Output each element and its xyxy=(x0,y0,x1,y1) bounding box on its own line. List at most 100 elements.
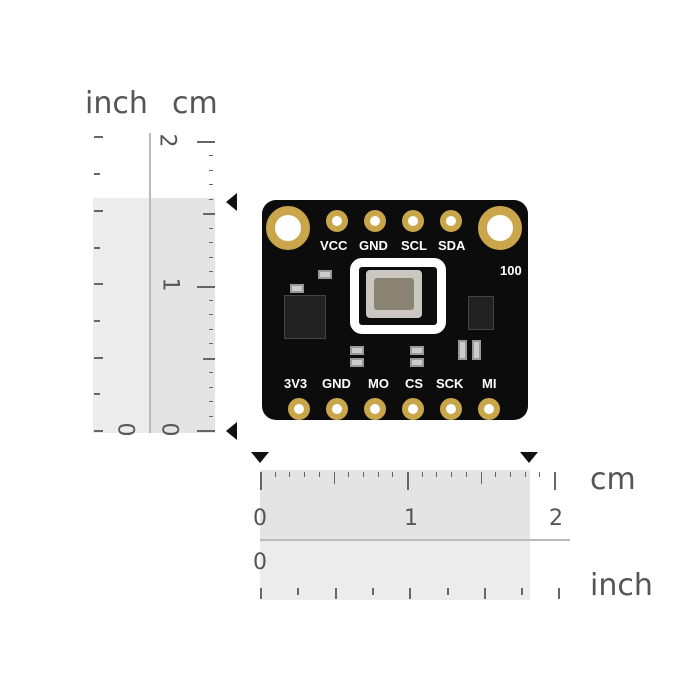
inch-number-0: 0 xyxy=(253,550,267,575)
pressure-sensor-chip xyxy=(366,270,422,318)
ruler-tick xyxy=(558,588,561,599)
smd-component xyxy=(350,346,364,355)
ruler-tick xyxy=(209,227,213,229)
ruler-tick xyxy=(203,213,215,216)
ruler-tick xyxy=(451,472,453,477)
cm-number-2: 2 xyxy=(154,133,180,148)
pin-label-vcc: VCC xyxy=(320,238,348,253)
smd-component xyxy=(458,340,467,360)
pin-label-sck: SCK xyxy=(436,376,464,391)
pin-pad xyxy=(478,398,500,420)
ruler-tick xyxy=(377,472,379,477)
pin-pad xyxy=(402,398,424,420)
smd-component xyxy=(290,284,304,293)
ruler-tick xyxy=(209,299,213,301)
cm-shade xyxy=(150,198,215,433)
ruler-tick xyxy=(304,472,306,477)
pin-label-cs: CS xyxy=(405,376,424,391)
ruler-tick xyxy=(539,472,541,477)
ruler-divider xyxy=(260,539,570,541)
ruler-tick xyxy=(94,319,100,322)
ruler-tick xyxy=(209,415,213,417)
marker-triangle-icon xyxy=(226,422,237,440)
mounting-hole xyxy=(266,206,310,250)
ruler-tick xyxy=(209,271,213,273)
marker-triangle-icon xyxy=(251,452,269,463)
ruler-tick xyxy=(94,136,103,139)
ruler-tick xyxy=(407,472,409,490)
pin-pad xyxy=(288,398,310,420)
ruler-tick xyxy=(446,588,449,595)
regulator-chip xyxy=(284,295,326,339)
pin-label-mo: MO xyxy=(368,376,389,391)
ruler-tick xyxy=(94,356,103,359)
ruler-tick xyxy=(348,472,350,477)
smd-component xyxy=(410,346,424,355)
inch-label: inch xyxy=(590,568,653,603)
ruler-tick xyxy=(409,588,412,599)
pin-pad xyxy=(440,210,462,232)
pin-pad xyxy=(440,398,462,420)
pin-pad xyxy=(364,210,386,232)
pin-label-mi: MI xyxy=(482,376,497,391)
ruler-tick xyxy=(94,393,100,396)
ruler-tick xyxy=(94,173,100,176)
ruler-tick xyxy=(392,472,394,477)
cm-label: cm xyxy=(172,86,218,121)
smd-component xyxy=(318,270,332,279)
pin-label-gnd2: GND xyxy=(322,376,351,391)
smd-component xyxy=(410,358,424,367)
ruler-tick xyxy=(274,472,276,477)
marker-triangle-icon xyxy=(226,193,237,211)
ruler-tick xyxy=(524,472,526,477)
ruler-tick xyxy=(465,472,467,477)
inch-label: inch xyxy=(85,86,148,121)
pin-label-gnd: GND xyxy=(359,238,388,253)
ruler-tick xyxy=(480,472,482,484)
smd-component xyxy=(472,340,481,360)
ruler-tick xyxy=(289,472,291,477)
ruler-tick xyxy=(209,169,213,171)
cm-shade xyxy=(260,470,530,540)
cm-label: cm xyxy=(590,462,636,497)
marker-triangle-icon xyxy=(520,452,538,463)
ruler-tick xyxy=(209,343,213,345)
ruler-tick xyxy=(209,155,213,157)
ruler-divider xyxy=(149,133,151,433)
ruler-tick xyxy=(333,472,335,484)
ruler-tick xyxy=(318,472,320,477)
ruler-tick xyxy=(197,285,215,288)
ruler-tick xyxy=(260,588,262,599)
ruler-tick xyxy=(94,246,100,249)
ruler-tick xyxy=(94,209,103,212)
ruler-tick xyxy=(197,430,215,432)
ruler-tick xyxy=(197,141,215,143)
cm-number-0: 0 xyxy=(253,506,267,531)
pin-pad xyxy=(402,210,424,232)
ruler-tick xyxy=(554,472,556,490)
board-marking: 100 xyxy=(500,263,522,278)
ruler-tick xyxy=(436,472,438,477)
cm-number-1: 1 xyxy=(404,506,418,531)
pin-label-scl: SCL xyxy=(401,238,427,253)
cm-number-1: 1 xyxy=(157,277,183,292)
ruler-tick xyxy=(94,430,103,432)
mounting-hole xyxy=(478,206,522,250)
ruler-tick xyxy=(209,256,213,258)
ruler-tick xyxy=(209,198,213,200)
sensor-board: VCC GND SCL SDA 100 3V3 GND MO CS SCK MI xyxy=(262,200,528,420)
ruler-tick xyxy=(297,588,300,595)
ruler-tick xyxy=(483,588,486,599)
cm-number-2: 2 xyxy=(549,506,563,531)
ruler-tick xyxy=(209,242,213,244)
inch-shade xyxy=(93,198,150,433)
ruler-tick xyxy=(362,472,364,477)
ruler-tick xyxy=(260,472,262,490)
ruler-tick xyxy=(421,472,423,477)
ruler-tick xyxy=(209,401,213,403)
ruler-tick xyxy=(203,357,215,360)
pin-pad xyxy=(326,210,348,232)
cm-number-0: 0 xyxy=(156,422,182,437)
ruler-tick xyxy=(209,314,213,316)
ruler-tick xyxy=(209,372,213,374)
